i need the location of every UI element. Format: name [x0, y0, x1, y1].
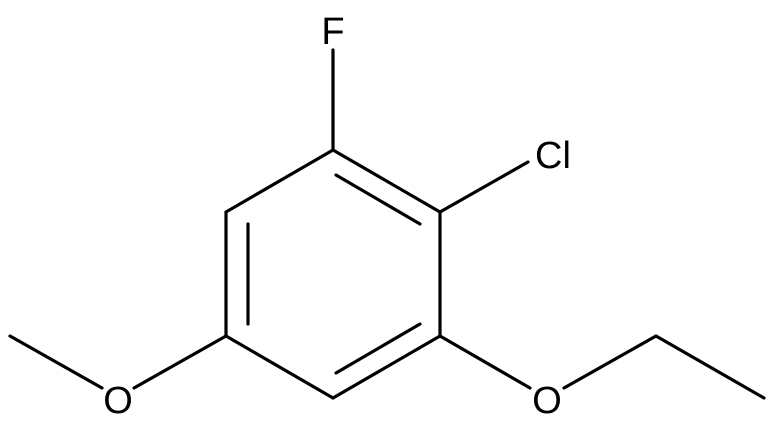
- bond-ring-c3-c4: [331, 334, 442, 400]
- bond-ring-c4-c5: [224, 334, 335, 400]
- atom-label-chlorine: Cl: [535, 135, 571, 177]
- bond-c3-ethoxy-oxygen: [438, 334, 532, 390]
- bond-c2-chlorine: [438, 160, 530, 214]
- double-bond-inner-c3-c4: [334, 322, 422, 375]
- atom-label-fluorine: F: [321, 11, 344, 53]
- bond-ethoxy-oxygen-ch2: [562, 334, 658, 390]
- bond-ring-c1-c2: [331, 148, 442, 214]
- bond-ring-c6-c1: [224, 148, 335, 214]
- atom-label-ethoxy-oxygen: O: [532, 380, 562, 422]
- bond-ethyl-ch2-ch3: [654, 334, 766, 400]
- atom-label-methoxy-oxygen: O: [103, 380, 133, 422]
- double-bond-inner-c1-c2: [334, 173, 422, 226]
- bond-methoxy-oxygen-methyl: [8, 334, 104, 390]
- benzene-ring: [224, 148, 442, 400]
- bond-c5-methoxy-oxygen: [132, 334, 228, 390]
